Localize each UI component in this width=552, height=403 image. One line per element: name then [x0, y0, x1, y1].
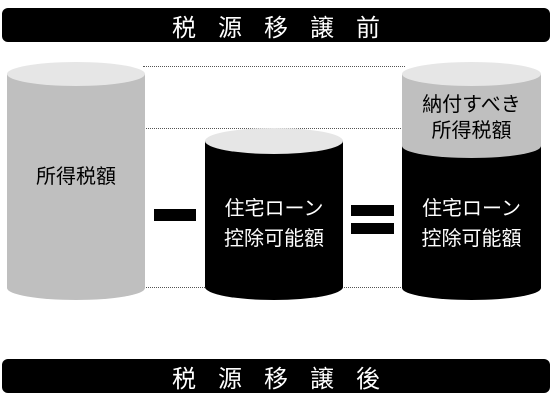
result-deduction-label-line2: 控除可能額 [421, 226, 522, 250]
loan-deduction-cylinder-shape [205, 128, 343, 300]
income-tax-label: 所得税額 [36, 164, 116, 188]
banner-after: 税源移譲後 [2, 359, 550, 393]
income-tax-cylinder-shape [7, 62, 145, 300]
loan-deduction-label-line1: 住宅ローン [224, 196, 324, 220]
payable-tax-label-line2: 所得税額 [431, 118, 512, 142]
minus-sign-icon [154, 209, 196, 221]
result-deduction-label-line1: 住宅ローン [422, 196, 521, 220]
loan-deduction-cylinder: 住宅ローン 控除可能額 [205, 128, 343, 300]
equals-sign-top-bar-icon [351, 205, 394, 216]
banner-before-title: 税源移譲前 [172, 13, 402, 42]
result-cylinder: 納付すべき 所得税額 住宅ローン 控除可能額 [402, 62, 541, 300]
result-cylinder-shape [402, 62, 541, 300]
banner-before: 税源移譲前 [2, 8, 550, 42]
payable-tax-label-line1: 納付すべき [422, 92, 521, 116]
loan-deduction-label-line2: 控除可能額 [224, 226, 324, 250]
banner-after-title: 税源移譲後 [172, 364, 402, 393]
equals-sign-bottom-bar-icon [351, 223, 394, 234]
guide-line-top [143, 66, 405, 67]
income-tax-cylinder: 所得税額 [7, 62, 145, 300]
